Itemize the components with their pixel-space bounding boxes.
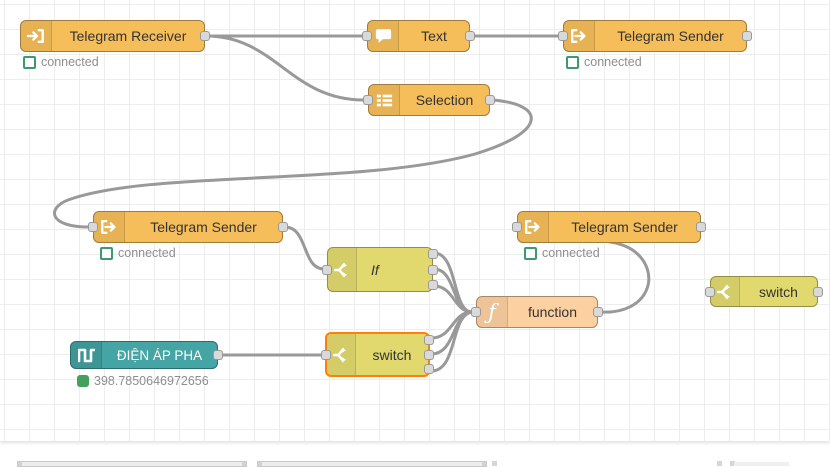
output-port-2[interactable] [428,264,438,275]
output-port[interactable] [465,31,475,41]
output-port[interactable] [593,307,603,317]
bottom-partial-panel [734,462,789,466]
node-switch-selected[interactable]: switch [321,332,434,377]
input-port[interactable] [88,222,98,232]
wire[interactable] [53,98,533,229]
bracket-arrow-out-icon [564,21,595,51]
input-port[interactable] [362,31,372,41]
bottom-partial-panel [257,461,487,467]
input-port[interactable] [705,286,715,297]
status-text: connected [118,246,176,260]
output-port[interactable] [200,31,210,41]
input-port[interactable] [558,31,568,41]
node-dien-ap-pha[interactable]: ĐIỆN ÁP PHA [70,341,223,369]
bottom-partial-panel [17,461,247,467]
output-port[interactable] [213,350,223,360]
input-port[interactable] [471,307,481,317]
status-ring-icon [566,55,579,69]
output-port[interactable] [742,31,752,41]
status-ring-icon [100,246,113,260]
speech-bubble-icon [368,21,399,51]
fork-icon [328,248,357,291]
output-port-1[interactable] [424,335,434,345]
status-ring-icon [524,246,537,260]
output-port[interactable] [485,95,495,105]
node-status: 398.7850646972656 [77,374,209,388]
output-port[interactable] [696,222,706,232]
wire[interactable] [432,251,474,314]
bracket-arrow-out-icon [94,212,125,242]
output-port-2[interactable] [424,349,434,360]
output-port-1[interactable] [428,249,438,259]
node-switch-right[interactable]: switch [705,276,823,307]
node-label: switch [372,346,412,363]
function-icon: ƒ [477,297,508,327]
bottom-partial-panel [717,461,722,466]
node-status: connected [23,55,99,69]
input-port[interactable] [363,95,373,105]
node-selection[interactable]: Selection [363,84,495,116]
node-label: Telegram Receiver [69,28,187,44]
output-port[interactable] [278,222,288,232]
arrow-in-bracket-icon [21,21,52,51]
status-ring-icon [23,55,36,69]
fork-icon [711,277,740,306]
bottom-partial-panel [730,461,735,466]
bracket-arrow-out-icon [518,212,549,242]
node-function[interactable]: ƒ function [471,296,603,328]
output-port-3[interactable] [428,280,438,290]
wire[interactable] [204,34,366,102]
node-label: Selection [415,92,474,108]
node-status: connected [524,246,600,260]
input-port[interactable] [512,222,522,232]
output-port[interactable] [813,286,823,297]
bottom-partial-panel [492,461,497,466]
status-dot-icon [77,375,89,387]
node-text[interactable]: Text [362,20,475,52]
square-wave-icon [71,342,102,368]
node-label: If [371,261,379,278]
node-telegram-sender-left[interactable]: Telegram Sender [88,211,288,243]
node-label: Telegram Sender [571,219,678,235]
wire[interactable] [429,310,474,373]
node-status: connected [566,55,642,69]
node-label: Telegram Sender [617,28,724,44]
output-port-3[interactable] [424,364,434,374]
node-if-switch[interactable]: If [322,247,438,292]
fork-icon [327,334,356,375]
node-telegram-receiver[interactable]: Telegram Receiver [20,20,210,52]
status-text: connected [41,55,99,69]
node-label: ĐIỆN ÁP PHA [116,347,203,363]
node-label: function [527,304,578,320]
status-text: connected [542,246,600,260]
wire[interactable] [283,225,326,271]
node-label: Telegram Sender [150,219,257,235]
node-label: Text [421,28,447,44]
node-telegram-sender-top[interactable]: Telegram Sender [558,20,752,52]
input-port[interactable] [321,349,331,360]
input-port[interactable] [322,264,332,275]
node-label: switch [759,283,798,300]
list-icon [369,85,400,115]
node-status: connected [100,246,176,260]
status-text: connected [584,55,642,69]
status-text: 398.7850646972656 [94,374,209,388]
node-telegram-sender-right[interactable]: Telegram Sender [512,211,706,243]
